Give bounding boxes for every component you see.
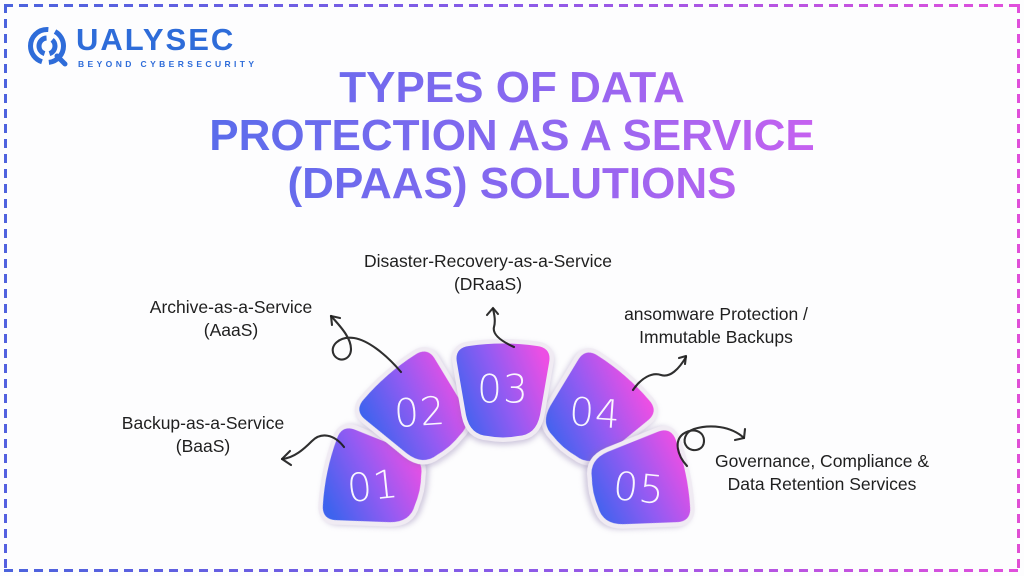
label-governance: Governance, Compliance & Data Retention …: [715, 450, 929, 496]
shape-04-number: 04: [568, 390, 623, 438]
label-draas-line-1: Disaster-Recovery-as-a-Service: [364, 251, 612, 271]
label-draas-line-2: (DRaaS): [453, 274, 523, 294]
label-aaas: Archive-as-a-Service (AaaS): [150, 296, 312, 342]
label-draas: Disaster-Recovery-as-a-Service (DRaaS): [364, 250, 612, 296]
shape-02-number: 02: [393, 389, 448, 437]
hand-drawn-arrow-backup-icon: [280, 434, 346, 467]
qualysec-logo: UALYSEC BEYOND CYBERSECURITY: [24, 22, 257, 70]
hand-drawn-arrow-draas-icon: [485, 306, 516, 349]
label-governance-line-1: Governance, Compliance &: [715, 451, 929, 471]
shape-05-number: 05: [611, 464, 667, 514]
label-ransomware-line-1: ansomware Protection /: [624, 304, 808, 324]
label-ransomware-line-2: Immutable Backups: [639, 327, 793, 347]
logo-tagline: BEYOND CYBERSECURITY: [78, 59, 257, 69]
hand-drawn-arrow-governance-icon: [676, 425, 747, 468]
qualysec-q-icon: [28, 27, 68, 67]
shape-03-number: 03: [477, 368, 529, 413]
label-governance-line-2: Data Retention Services: [727, 474, 917, 494]
label-aaas-line-1: Archive-as-a-Service: [149, 297, 313, 317]
label-baas-line-1: Backup-as-a-Service: [121, 413, 285, 433]
logo-wordmark: UALYSEC: [76, 22, 236, 57]
label-baas: Backup-as-a-Service (BaaS): [122, 412, 284, 458]
label-aaas-line-2: (AaaS): [203, 320, 259, 340]
label-ransomware: ansomware Protection / Immutable Backups: [624, 303, 808, 349]
hand-drawn-arrow-ransomware-icon: [631, 354, 688, 392]
shape-01-number: 01: [345, 462, 401, 512]
hand-drawn-arrow-archive-icon: [329, 314, 403, 374]
label-baas-line-2: (BaaS): [175, 436, 231, 456]
